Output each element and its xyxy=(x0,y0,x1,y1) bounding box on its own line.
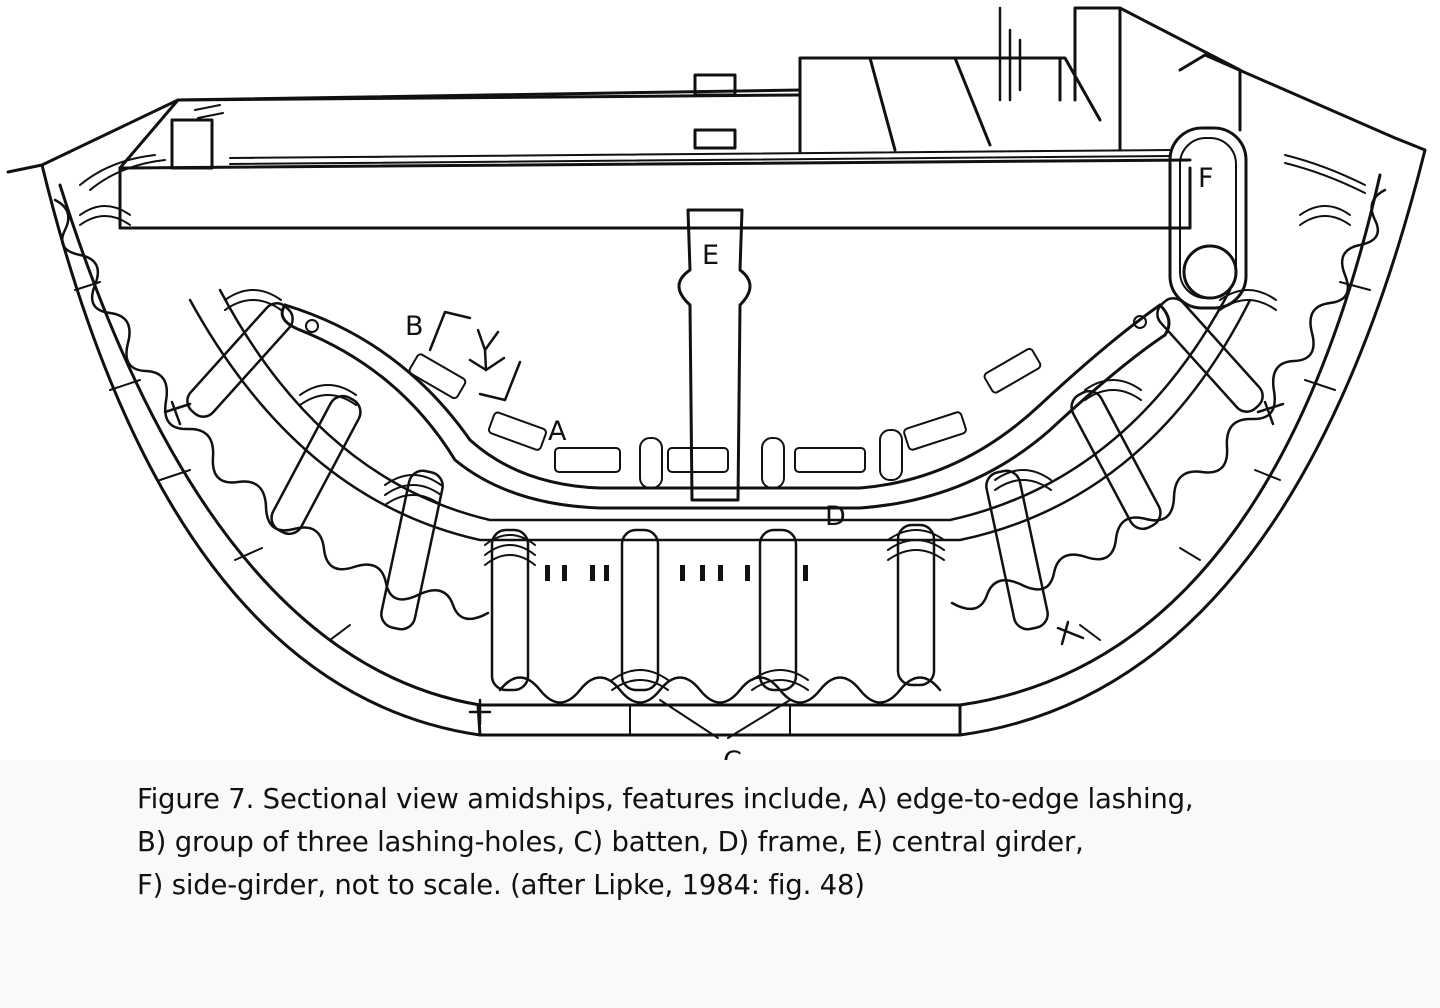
strake-profile-left xyxy=(53,198,490,621)
lashing-bundles xyxy=(79,205,1351,691)
lashing xyxy=(994,469,1052,491)
lashing-hole-bracket xyxy=(428,310,522,402)
caption-line-2: B) group of three lashing-holes, C) batt… xyxy=(137,826,1084,858)
hull-section-drawing: A B C D E F xyxy=(6,6,1427,777)
hull-section-figure: A B C D E F xyxy=(6,6,1427,777)
beam-cap xyxy=(693,73,737,97)
beam-cap-lower xyxy=(693,128,737,150)
frame-inner xyxy=(298,328,1167,510)
figure-caption: Figure 7. Sectional view amidships, feat… xyxy=(137,778,1397,907)
lashing xyxy=(611,669,669,691)
label-e: E xyxy=(702,240,719,271)
frame-peg-left xyxy=(305,319,319,333)
deck-planks xyxy=(798,56,1102,154)
side-girder-inner xyxy=(1179,137,1237,299)
beam-lashing-right xyxy=(1284,154,1366,194)
batten xyxy=(380,469,444,631)
lashing xyxy=(384,474,442,506)
lashing xyxy=(484,534,536,566)
label-c: C xyxy=(723,746,742,760)
cross-beam xyxy=(118,166,1192,230)
side-girder-roller xyxy=(1182,244,1238,300)
cross-beam-front-top xyxy=(118,158,1192,170)
batten xyxy=(896,523,936,687)
lashing-hole-symbol xyxy=(468,328,506,372)
frame-end-right xyxy=(1158,303,1171,337)
central-girder xyxy=(677,208,752,502)
beam-lashing-left xyxy=(79,104,224,191)
frame-end-left xyxy=(280,303,302,332)
caption-line-3: F) side-girder, not to scale. (after Lip… xyxy=(137,869,865,901)
strake-profile-right xyxy=(950,188,1387,611)
batten xyxy=(186,302,294,418)
cross-beam-top xyxy=(118,93,802,170)
batten xyxy=(1156,297,1264,413)
batten xyxy=(620,528,660,692)
battens xyxy=(186,297,1264,692)
lashing xyxy=(79,205,131,226)
label-f: F xyxy=(1198,163,1214,194)
right-post xyxy=(1073,6,1242,152)
lashing xyxy=(299,384,357,406)
batten xyxy=(490,528,530,692)
frame-lashing-blocks xyxy=(408,347,1042,489)
batten-leader-lines xyxy=(659,699,791,739)
batten xyxy=(758,528,798,692)
hull-inner-line xyxy=(58,173,1382,707)
lashing-holes xyxy=(545,565,808,581)
treenail-pegs xyxy=(163,400,1285,726)
frame-peg-right xyxy=(1133,315,1147,329)
batten xyxy=(1070,389,1162,531)
strake-profile-bottom xyxy=(498,676,942,704)
hull-top-edge-right xyxy=(1178,53,1397,140)
caption-band xyxy=(0,760,1440,1008)
lashing xyxy=(1084,379,1142,401)
label-b: B xyxy=(405,311,424,342)
side-girder xyxy=(1168,126,1248,310)
hull-bottom-plank xyxy=(476,703,962,737)
plank-seams xyxy=(74,281,1371,736)
lashing xyxy=(887,529,945,561)
beam-block-left xyxy=(170,118,214,170)
batten xyxy=(270,394,362,536)
caption-line-1: Figure 7. Sectional view amidships, feat… xyxy=(137,783,1194,815)
lower-frame-band-inner xyxy=(218,288,1232,522)
lashing xyxy=(1299,205,1351,226)
batten xyxy=(985,469,1049,631)
lower-frame-band xyxy=(188,298,1252,542)
lashing xyxy=(751,669,809,691)
stanchion xyxy=(998,6,1022,102)
label-a: A xyxy=(548,416,567,447)
cross-beam-rod xyxy=(229,149,1171,165)
lashing xyxy=(224,289,282,311)
label-d: D xyxy=(825,501,846,532)
